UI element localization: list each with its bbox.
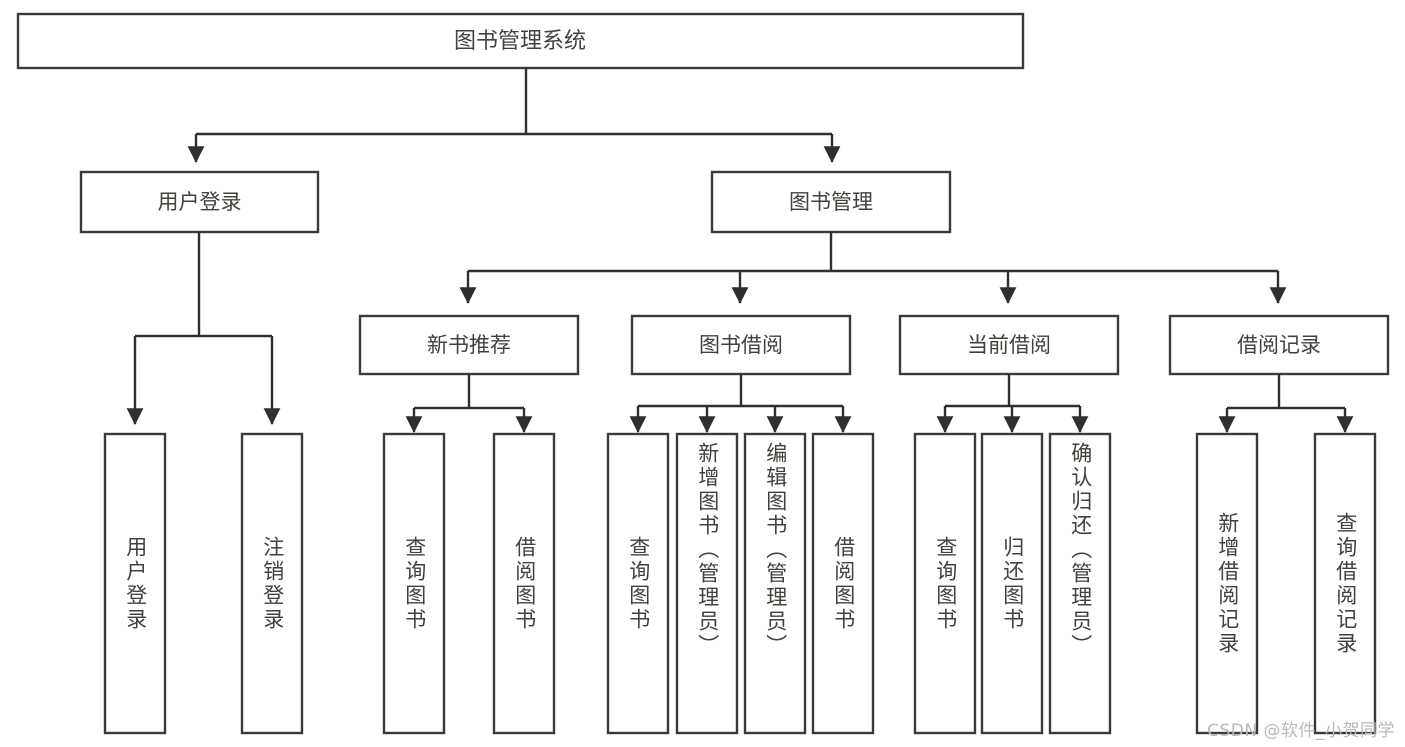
node-borrow-record-label: 借阅记录 [1237, 333, 1321, 357]
node-book-borrow[interactable]: 图书借阅 [630, 314, 852, 376]
node-current-borrow-label: 当前借阅 [967, 333, 1051, 357]
node-book-management-label: 图书管理 [789, 190, 873, 214]
leaf-box-current-borrow-3[interactable] [1048, 432, 1112, 735]
node-borrow-record-box[interactable] [1168, 314, 1390, 376]
leaf-box-current-borrow-1[interactable] [913, 432, 977, 735]
leaf-box-new-book-2[interactable] [492, 432, 556, 735]
leaf-box-new-book-1[interactable] [382, 432, 446, 735]
node-root[interactable]: 图书管理系统 [16, 12, 1025, 70]
leaf-box-book-borrow-4[interactable] [811, 432, 875, 735]
leaf-box-book-borrow-2[interactable] [675, 432, 739, 735]
node-user-login-label: 用户登录 [158, 190, 242, 214]
csdn-watermark: CSDN @软件_小贺同学 [1207, 721, 1395, 741]
node-book-borrow-label: 图书借阅 [699, 333, 783, 357]
leaf-box-book-borrow-1[interactable] [606, 432, 670, 735]
node-new-book-recommend[interactable]: 新书推荐 [358, 314, 580, 376]
node-current-borrow-box[interactable] [898, 314, 1120, 376]
node-new-book-recommend-box[interactable] [358, 314, 580, 376]
node-root-label: 图书管理系统 [454, 29, 586, 54]
node-new-book-recommend-label: 新书推荐 [427, 333, 511, 357]
node-root-box[interactable] [16, 12, 1025, 70]
node-current-borrow[interactable]: 当前借阅 [898, 314, 1120, 376]
leaf-box-borrow-record-2[interactable] [1313, 432, 1377, 735]
leaf-box-current-borrow-2[interactable] [980, 432, 1044, 735]
leaf-box-borrow-record-1[interactable] [1195, 432, 1259, 735]
leaf-box-book-borrow-3[interactable] [743, 432, 807, 735]
node-book-borrow-box[interactable] [630, 314, 852, 376]
leaf-box-user-login-2[interactable] [240, 432, 304, 735]
node-book-management[interactable]: 图书管理 [710, 170, 952, 234]
node-book-management-box[interactable] [710, 170, 952, 234]
node-user-login[interactable]: 用户登录 [79, 170, 320, 234]
node-borrow-record[interactable]: 借阅记录 [1168, 314, 1390, 376]
leaf-box-user-login-1[interactable] [103, 432, 167, 735]
